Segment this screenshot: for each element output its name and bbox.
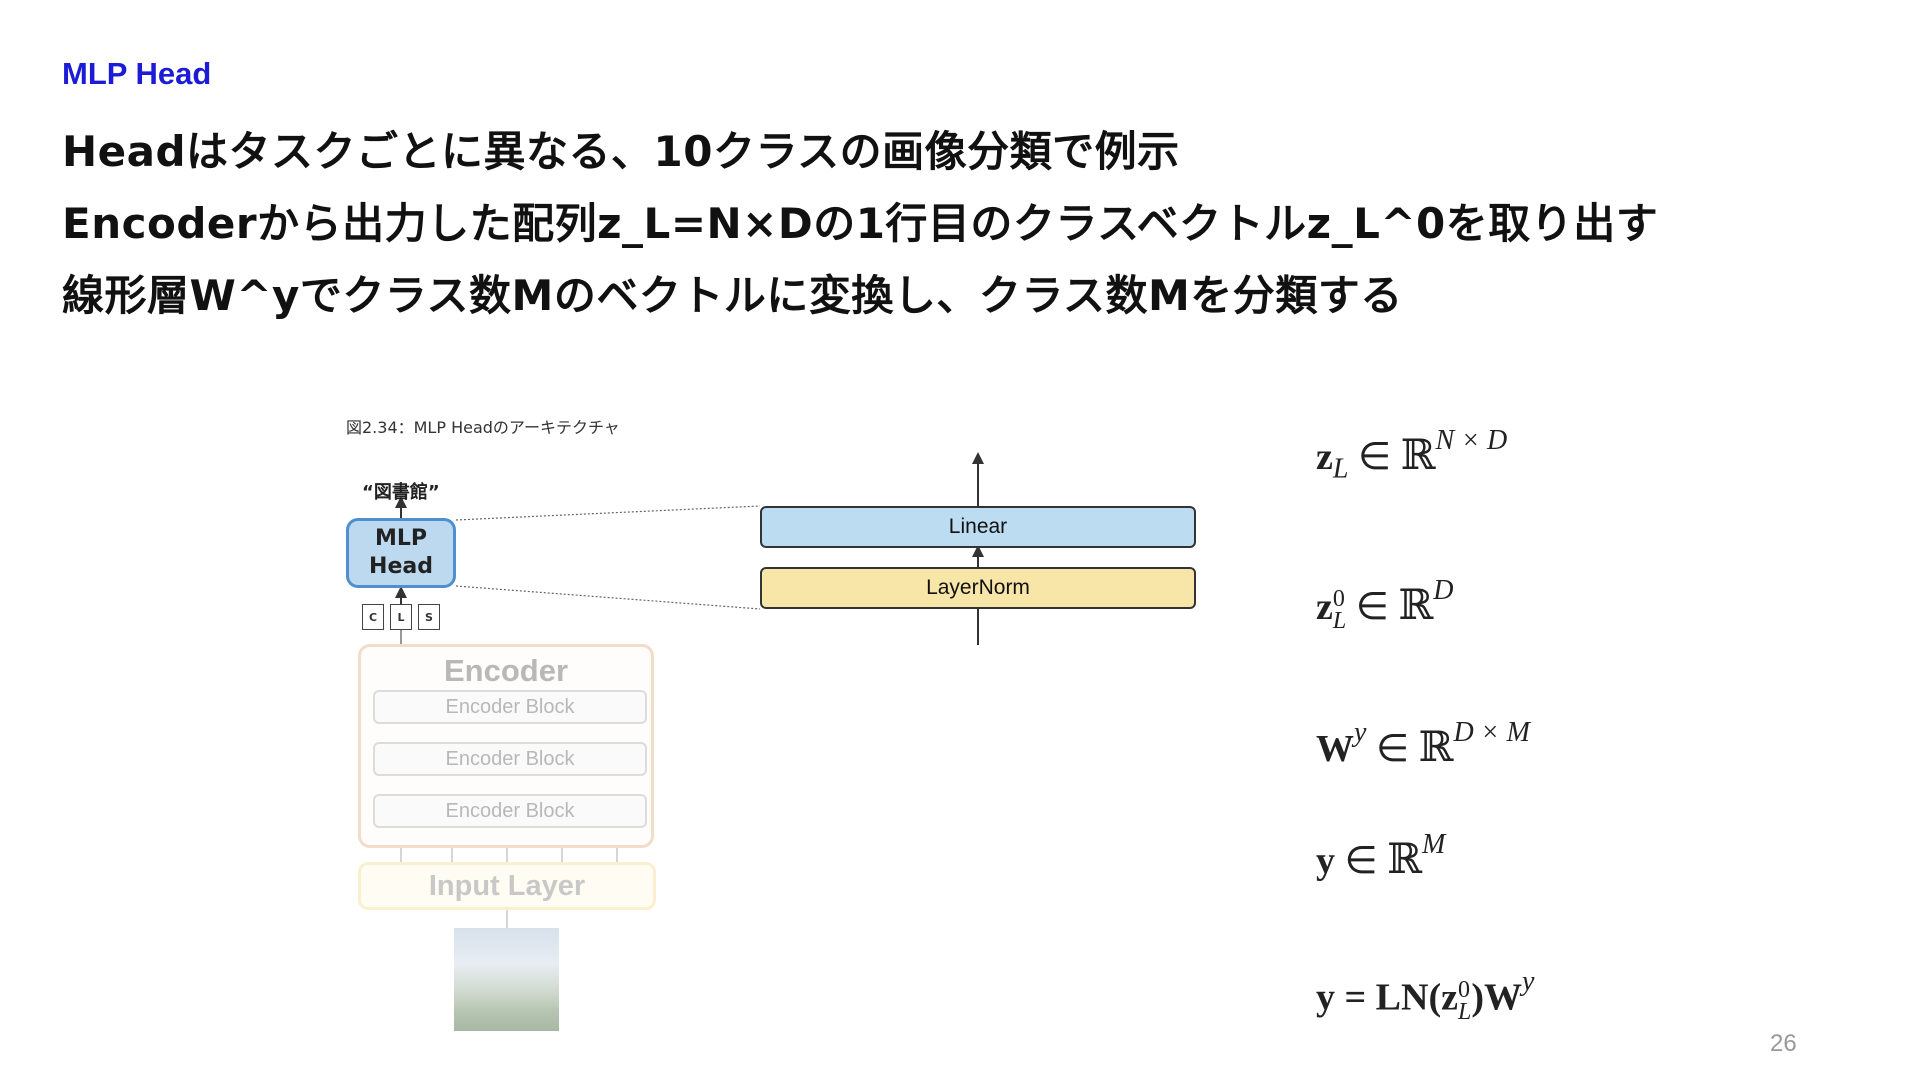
headline-line-3: 線形層W^yでクラス数Mのベクトルに変換し、クラス数Mを分類する [62, 271, 1403, 320]
cls-token-l: L [390, 604, 412, 630]
library-photo-thumbnail [454, 928, 559, 1031]
equation-Wy-dims: Wy ∈ ℝD × M [1316, 717, 1530, 771]
mlp-head-label-line-1: MLP [374, 526, 428, 551]
section-label: MLP Head [62, 56, 212, 91]
encoder-block: Encoder Block [373, 742, 647, 776]
zoom-line-bottom [455, 585, 761, 610]
linear-layer-box: Linear [760, 506, 1196, 548]
page-number: 26 [1770, 1030, 1797, 1057]
mlp-head-label-line-2: Head [369, 554, 433, 579]
headline-line-1: Headはタスクごとに異なる、10クラスの画像分類で例示 [62, 127, 1180, 176]
layernorm-box: LayerNorm [760, 567, 1196, 609]
encoder-block: Encoder Block [373, 794, 647, 828]
equation-zL-dims: zL ∈ ℝN × D [1316, 425, 1508, 485]
headline-line-2: Encoderから出力した配列z_L=N×Dの1行目のクラスベクトルz_L^0を… [62, 199, 1659, 248]
encoder-title: Encoder [443, 653, 569, 688]
equation-y-dims: y ∈ ℝM [1316, 829, 1446, 883]
input-layer-box: Input Layer [358, 862, 656, 910]
mlp-head-box: MLP Head [346, 518, 456, 588]
encoder-block: Encoder Block [373, 690, 647, 724]
cls-token-c: C [362, 604, 384, 630]
zoom-line-top [455, 505, 761, 521]
cls-token-s: S [418, 604, 440, 630]
figure-caption: 図2.34：MLP Headのアーキテクチャ [346, 418, 620, 437]
output-class-label: “図書館” [362, 482, 440, 503]
encoder-box: Encoder Encoder Block Encoder Block Enco… [358, 644, 654, 848]
